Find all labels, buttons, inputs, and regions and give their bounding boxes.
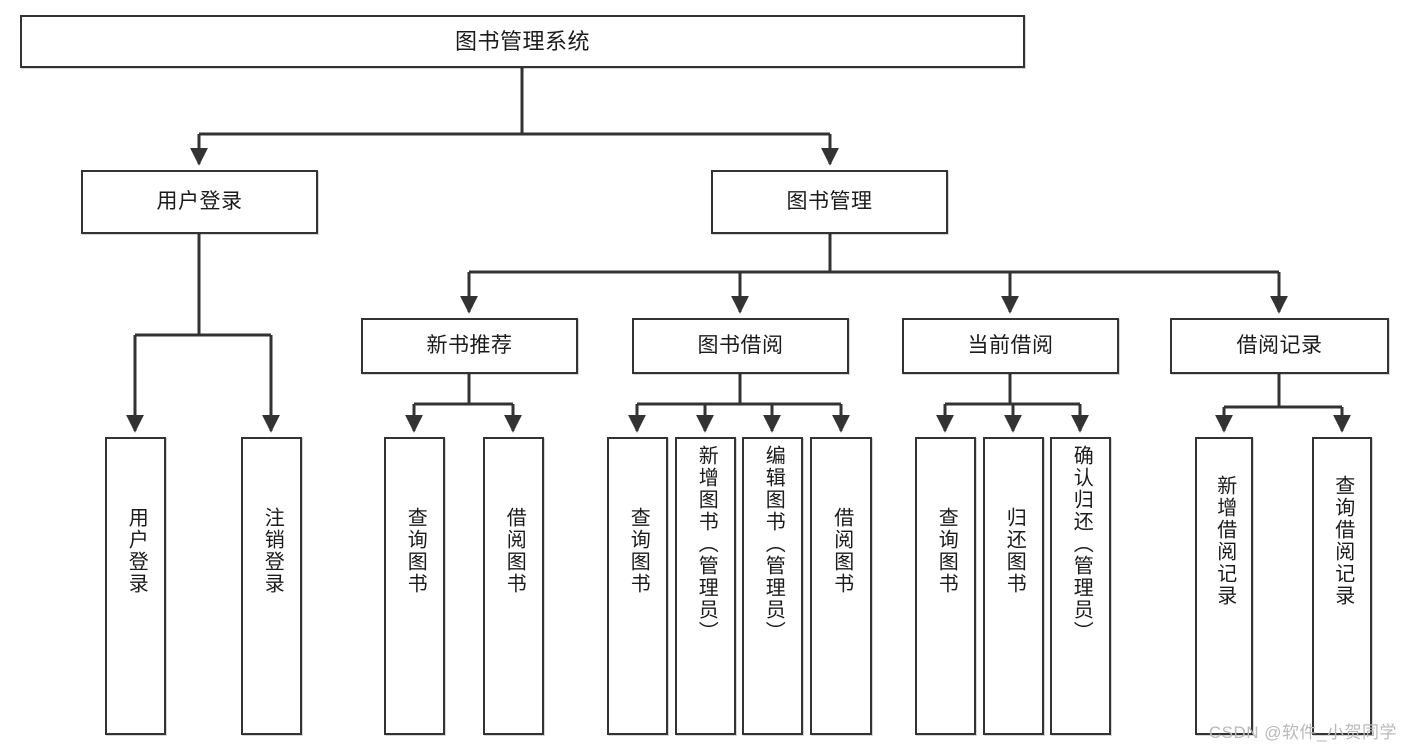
node-root[interactable]: 图书管理系统	[20, 15, 1025, 68]
node-leaf-add-borrow-record[interactable]: 新增借阅记录	[1195, 437, 1253, 735]
node-borrow-record[interactable]: 借阅记录	[1170, 318, 1389, 374]
node-leaf-borrow-book-2[interactable]: 借阅图书	[810, 437, 872, 735]
node-leaf-return-book-label: 归还图书	[1003, 507, 1026, 595]
node-book-borrow[interactable]: 图书借阅	[632, 318, 849, 374]
node-current-borrow-label: 当前借阅	[967, 333, 1054, 357]
node-leaf-return-book[interactable]: 归还图书	[983, 437, 1044, 735]
node-leaf-user-login-label: 用户登录	[125, 507, 148, 595]
node-leaf-borrow-book-1[interactable]: 借阅图书	[483, 437, 544, 735]
node-leaf-query-book-3-label: 查询图书	[935, 507, 958, 595]
node-leaf-confirm-return-label: 确认归还（管理员）	[1070, 445, 1093, 643]
node-leaf-query-book-2-label: 查询图书	[627, 507, 650, 595]
node-leaf-borrow-book-1-label: 借阅图书	[503, 507, 526, 595]
node-book-manage-label: 图书管理	[786, 189, 873, 213]
node-borrow-record-label: 借阅记录	[1236, 333, 1323, 357]
node-leaf-confirm-return[interactable]: 确认归还（管理员）	[1050, 437, 1111, 735]
node-root-label: 图书管理系统	[454, 28, 590, 54]
node-book-manage[interactable]: 图书管理	[711, 170, 948, 234]
node-leaf-edit-book[interactable]: 编辑图书（管理员）	[742, 437, 803, 735]
node-new-book-recommend-label: 新书推荐	[426, 333, 513, 357]
node-leaf-user-login[interactable]: 用户登录	[105, 437, 166, 735]
node-leaf-edit-book-label: 编辑图书（管理员）	[762, 445, 785, 643]
node-leaf-query-book-3[interactable]: 查询图书	[915, 437, 976, 735]
node-leaf-add-book[interactable]: 新增图书（管理员）	[675, 437, 736, 735]
node-leaf-query-book-2[interactable]: 查询图书	[607, 437, 668, 735]
node-book-borrow-label: 图书借阅	[697, 333, 784, 357]
node-current-borrow[interactable]: 当前借阅	[902, 318, 1119, 374]
node-leaf-query-borrow-record-label: 查询借阅记录	[1331, 475, 1354, 607]
node-leaf-add-borrow-record-label: 新增借阅记录	[1213, 475, 1236, 607]
node-leaf-query-borrow-record[interactable]: 查询借阅记录	[1312, 437, 1372, 735]
node-user-login[interactable]: 用户登录	[81, 170, 318, 234]
node-leaf-query-book-1-label: 查询图书	[404, 507, 427, 595]
node-leaf-add-book-label: 新增图书（管理员）	[695, 445, 718, 643]
node-user-login-label: 用户登录	[156, 189, 243, 213]
node-leaf-borrow-book-2-label: 借阅图书	[830, 507, 853, 595]
node-new-book-recommend[interactable]: 新书推荐	[361, 318, 578, 374]
node-leaf-query-book-1[interactable]: 查询图书	[384, 437, 445, 735]
node-leaf-logout[interactable]: 注销登录	[241, 437, 302, 735]
node-leaf-logout-label: 注销登录	[261, 507, 284, 595]
